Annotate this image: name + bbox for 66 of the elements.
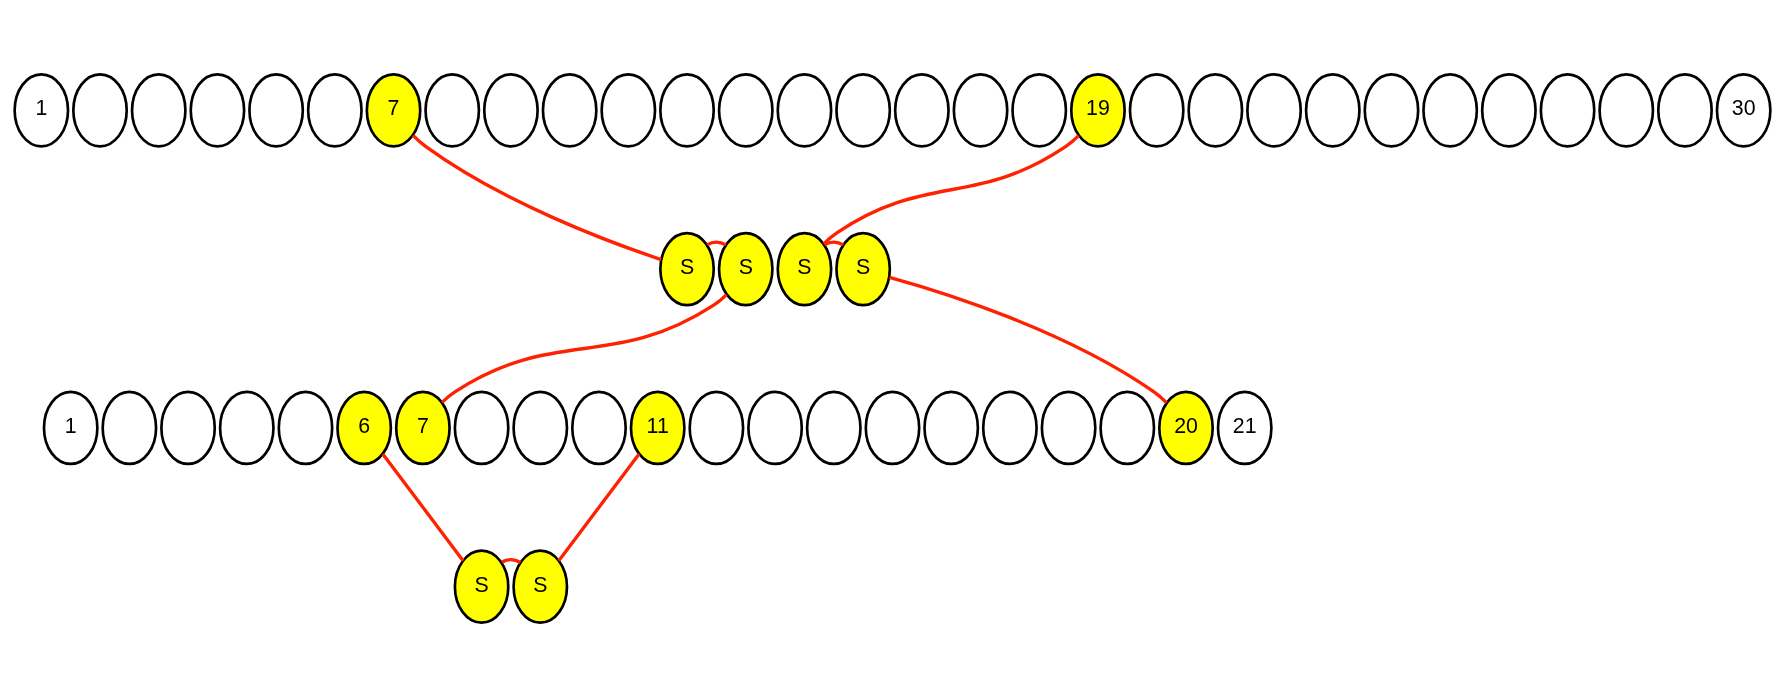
node-ellipse: 7	[365, 72, 422, 148]
node-ellipse	[688, 390, 745, 465]
connector	[501, 557, 522, 564]
node-ellipse	[864, 390, 921, 465]
connector	[889, 275, 1168, 404]
node-ellipse	[600, 72, 657, 148]
node-ellipse	[835, 72, 892, 148]
node-ellipse	[160, 390, 217, 465]
node-ellipse	[1128, 72, 1185, 148]
node-ellipse: 30	[1715, 72, 1772, 148]
node-ellipse	[1422, 72, 1479, 148]
node-ellipse	[659, 72, 716, 148]
node-ellipse	[482, 72, 539, 148]
node-ellipse	[248, 72, 305, 148]
node-ellipse	[570, 390, 627, 465]
node-ellipse	[923, 390, 980, 465]
node-ellipse	[1656, 72, 1713, 148]
node-ellipse	[130, 72, 187, 148]
connector	[557, 452, 641, 562]
node-ellipse: S	[717, 231, 774, 306]
connector	[706, 240, 727, 246]
node-ellipse: 21	[1216, 390, 1273, 465]
node-ellipse: S	[512, 548, 569, 624]
node-ellipse	[189, 72, 246, 148]
node-ellipse	[1539, 72, 1596, 148]
node-ellipse: S	[776, 231, 833, 306]
node-ellipse	[218, 390, 275, 465]
node-ellipse: 1	[42, 390, 99, 465]
connector	[381, 452, 465, 562]
node-ellipse	[1040, 390, 1097, 465]
node-ellipse: 20	[1158, 390, 1215, 465]
node-ellipse	[1598, 72, 1655, 148]
node-ellipse: 19	[1069, 72, 1126, 148]
node-ellipse: 6	[336, 390, 393, 465]
node-ellipse	[805, 390, 862, 465]
node-ellipse	[424, 72, 481, 148]
connector	[822, 133, 1080, 245]
node-ellipse	[1304, 72, 1361, 148]
node-ellipse	[981, 390, 1038, 465]
node-ellipse: 1	[13, 72, 70, 148]
connector	[411, 133, 662, 261]
node-ellipse: 7	[394, 390, 451, 465]
connector	[823, 240, 845, 246]
node-ellipse	[512, 390, 569, 465]
node-ellipse	[277, 390, 334, 465]
node-ellipse	[717, 72, 774, 148]
node-ellipse	[453, 390, 510, 465]
node-ellipse: 11	[629, 390, 686, 465]
node-ellipse: S	[835, 231, 892, 306]
node-ellipse: S	[453, 548, 510, 624]
node-ellipse	[306, 72, 363, 148]
connector	[440, 292, 728, 404]
node-ellipse	[1011, 72, 1068, 148]
node-ellipse	[776, 72, 833, 148]
node-ellipse	[747, 390, 804, 465]
node-ellipse	[1187, 72, 1244, 148]
node-ellipse	[893, 72, 950, 148]
node-ellipse	[72, 72, 129, 148]
node-ellipse	[1480, 72, 1537, 148]
node-ellipse	[1099, 390, 1156, 465]
node-ellipse: S	[659, 231, 716, 306]
node-ellipse	[1363, 72, 1420, 148]
node-ellipse	[952, 72, 1009, 148]
node-ellipse	[1246, 72, 1303, 148]
node-ellipse	[541, 72, 598, 148]
node-ellipse	[101, 390, 158, 465]
